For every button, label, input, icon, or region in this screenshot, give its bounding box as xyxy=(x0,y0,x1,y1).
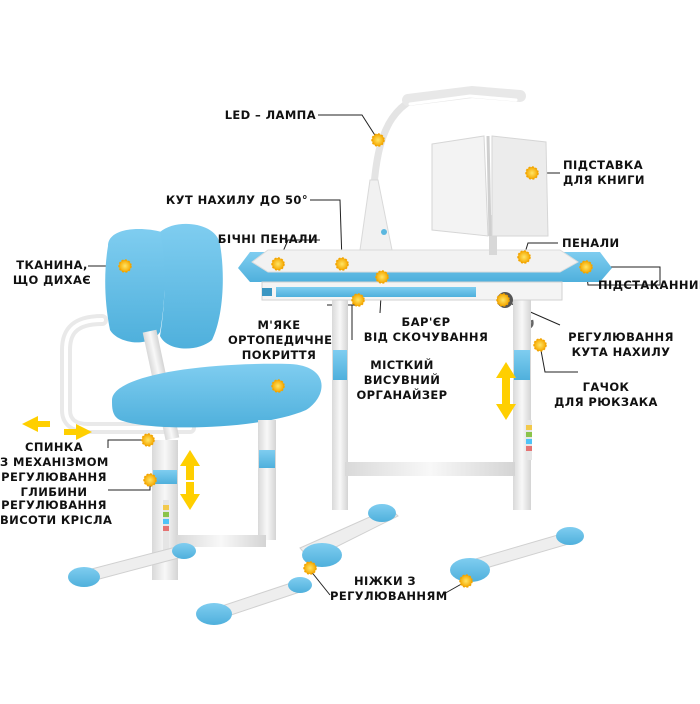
label-line: ПІДСТАВКА xyxy=(563,158,643,172)
label-line: ТКАНИНА, xyxy=(16,258,88,272)
label-line: ГЛИБИНИ xyxy=(20,485,88,499)
label-line: РЕГУЛЮВАННЯ xyxy=(568,330,674,344)
marker-icon xyxy=(371,133,385,147)
marker-icon xyxy=(525,166,539,180)
label-line: ЩО ДИХАЄ xyxy=(12,273,92,287)
marker-icon xyxy=(496,293,510,307)
chair xyxy=(60,223,322,625)
marker-icon xyxy=(375,270,389,284)
marker-icon xyxy=(459,574,473,588)
label-line: СПИНКА xyxy=(24,440,83,454)
adjustment-arrows xyxy=(22,362,516,510)
label-led-lamp: LED – ЛАМПА xyxy=(224,108,316,122)
left-arrow-icon xyxy=(22,416,50,432)
book-stand-art xyxy=(431,135,549,255)
marker-icon xyxy=(271,379,285,393)
label-line: ГАЧОК xyxy=(582,380,630,394)
label-pencil-cases: ПЕНАЛИ xyxy=(562,236,620,250)
marker-icon xyxy=(271,257,285,271)
label-bag-hook: ГАЧОК ДЛЯ РЮКЗАКА xyxy=(552,380,660,410)
label-line: ДЛЯ КНИГИ xyxy=(563,173,645,187)
label-line: КУТА НАХИЛУ xyxy=(571,345,671,359)
backrest-right-cushion xyxy=(160,223,223,349)
label-line: ВИСОТИ КРІСЛА xyxy=(0,513,113,527)
down-arrow-icon xyxy=(496,392,516,420)
marker-icon xyxy=(579,260,593,274)
label-line: З МЕХАНІЗМОМ xyxy=(0,455,109,469)
label-line: НІЖКИ З xyxy=(354,574,416,588)
marker-icon xyxy=(517,250,531,264)
label-anti-slip-barrier: БАР'ЄР ВІД СКОЧУВАННЯ xyxy=(360,315,492,345)
label-line: РЕГУЛЮВАННЯ xyxy=(1,498,107,512)
feature-markers xyxy=(118,133,593,588)
label-cup-holder: ПІДСТАКАННИК xyxy=(598,278,700,292)
led-lamp-art xyxy=(359,85,526,251)
marker-icon xyxy=(303,561,317,575)
label-line: БАР'ЄР xyxy=(401,315,451,329)
marker-icon xyxy=(351,293,365,307)
label-line: ОРГАНАЙЗЕР xyxy=(356,388,448,402)
marker-icon xyxy=(141,433,155,447)
label-line: ДЛЯ РЮКЗАКА xyxy=(554,395,658,409)
label-line: М'ЯКЕ xyxy=(257,318,301,332)
label-chair-height: РЕГУЛЮВАННЯ ВИСОТИ КРІСЛА xyxy=(0,498,113,528)
label-line: РЕГУЛЮВАННЯ xyxy=(1,470,107,484)
label-breathable-fabric: ТКАНИНА, ЩО ДИХАЄ xyxy=(6,258,98,288)
down-arrow-icon xyxy=(180,482,200,510)
label-line: ВІД СКОЧУВАННЯ xyxy=(363,330,489,344)
desk-tabletop-surface xyxy=(251,249,579,273)
label-soft-coating: М'ЯКЕ ОРТОПЕДИЧНЕ ПОКРИТТЯ xyxy=(228,318,333,363)
desk-leg-right xyxy=(513,295,531,510)
label-book-stand: ПІДСТАВКА ДЛЯ КНИГИ xyxy=(563,158,645,188)
chair-seat xyxy=(112,363,322,428)
up-arrow-icon xyxy=(496,362,516,392)
label-side-cases: БІЧНІ ПЕНАЛИ xyxy=(217,232,318,246)
marker-icon xyxy=(118,259,132,273)
right-arrow-icon xyxy=(64,424,92,440)
marker-icon xyxy=(533,338,547,352)
desk-crossbar xyxy=(345,462,515,476)
label-line: ОРТОПЕДИЧНЕ xyxy=(228,333,333,347)
up-arrow-icon xyxy=(180,450,200,480)
label-line: РЕГУЛЮВАННЯМ xyxy=(330,589,448,603)
marker-icon xyxy=(143,473,157,487)
desk-leg-left xyxy=(332,295,348,510)
desk xyxy=(238,249,612,582)
marker-icon xyxy=(335,257,349,271)
label-organizer: МІСТКИЙ ВИСУВНИЙ ОРГАНАЙЗЕР xyxy=(350,358,454,403)
backrest-left-cushion xyxy=(105,228,165,343)
label-tilt-adjust: РЕГУЛЮВАННЯ КУТА НАХИЛУ xyxy=(558,330,684,360)
label-backrest-depth: СПИНКА З МЕХАНІЗМОМ РЕГУЛЮВАННЯ ГЛИБИНИ xyxy=(0,440,108,500)
label-line: ВИСУВНИЙ xyxy=(363,373,441,387)
label-line: МІСТКИЙ xyxy=(370,358,434,372)
label-adjustable-legs: НІЖКИ З РЕГУЛЮВАННЯМ xyxy=(330,574,448,604)
desk-foot-cap xyxy=(302,543,342,567)
label-line: ПОКРИТТЯ xyxy=(241,348,317,362)
label-tilt-angle: КУТ НАХИЛУ ДО 50° xyxy=(165,193,308,207)
